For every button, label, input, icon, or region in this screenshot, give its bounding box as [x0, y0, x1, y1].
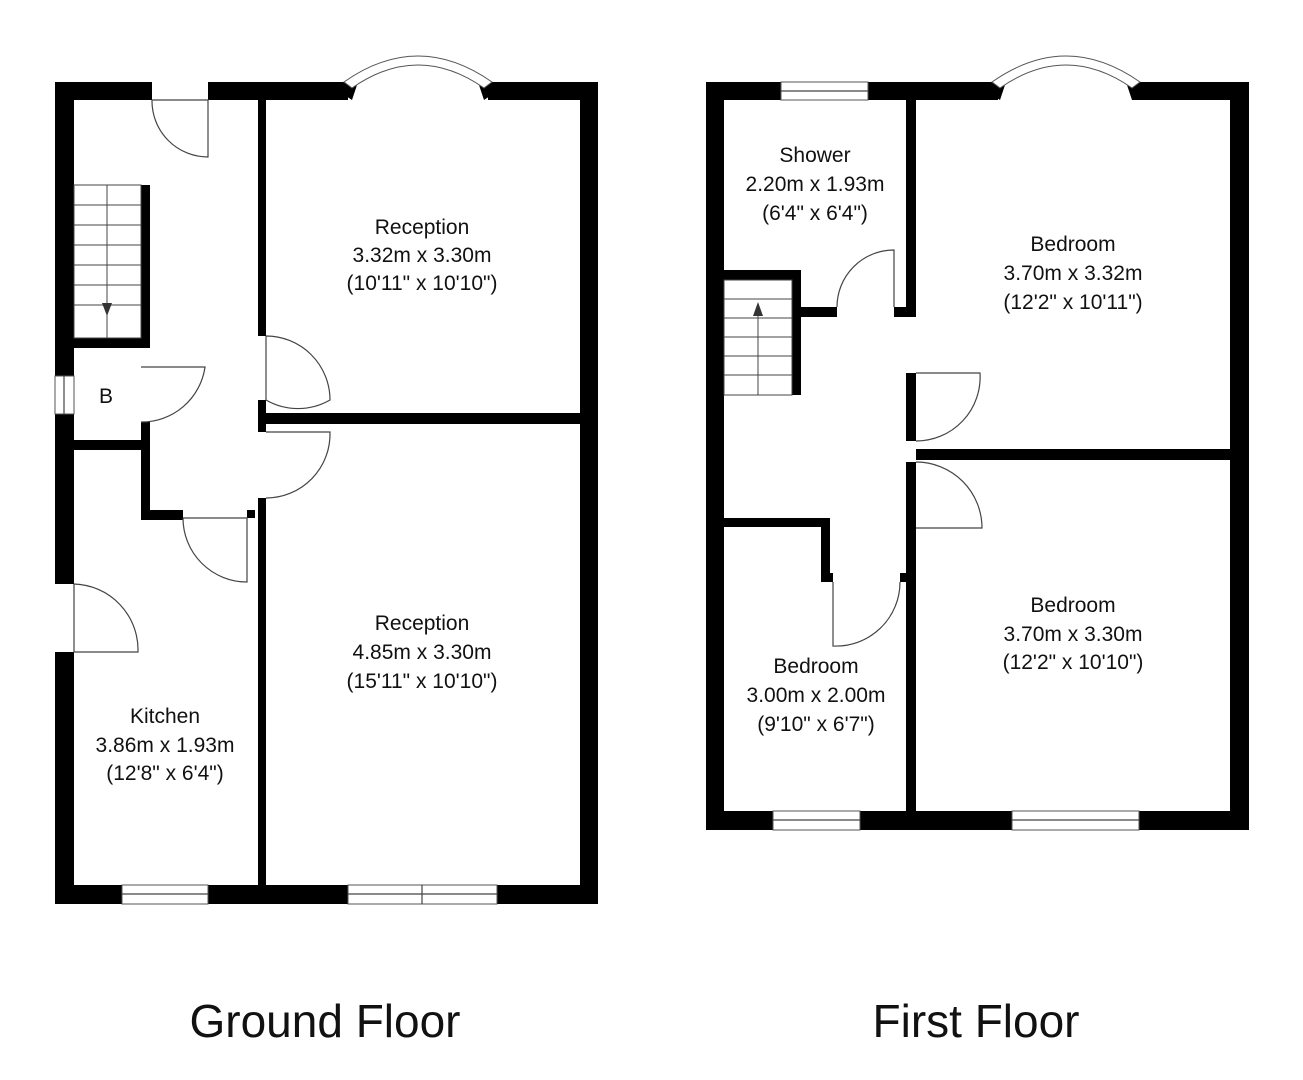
- gf-wall-reception-divider: [258, 413, 580, 424]
- ff-wall-top-right: [1132, 82, 1249, 100]
- gf-wall-bottom-left: [55, 885, 122, 904]
- svg-text:Reception: Reception: [375, 612, 470, 635]
- svg-text:(6'4" x 6'4"): (6'4" x 6'4"): [762, 202, 868, 225]
- ff-wall-small-bedroom-top: [724, 518, 830, 527]
- svg-text:Reception: Reception: [375, 216, 470, 239]
- ff-room-bedroom-front: Bedroom 3.70m x 3.32m (12'2" x 10'11"): [1003, 233, 1142, 314]
- svg-text:Bedroom: Bedroom: [773, 655, 858, 678]
- gf-room-boiler: B: [99, 385, 113, 408]
- ff-wall-bedroom-divider: [916, 449, 1230, 460]
- svg-text:4.85m x 3.30m: 4.85m x 3.30m: [353, 641, 492, 664]
- gf-door-reception-front: [265, 335, 331, 410]
- svg-text:Kitchen: Kitchen: [130, 705, 200, 728]
- gf-wall-reception-rear-left: [258, 498, 266, 885]
- ff-wall-top-left: [706, 82, 781, 100]
- gf-room-reception-rear: Reception 4.85m x 3.30m (15'11" x 10'10"…: [347, 612, 498, 693]
- ff-door-shower: [836, 249, 895, 308]
- gf-wall-hall-reception: [258, 100, 266, 336]
- ff-wall-stair-right: [792, 270, 801, 395]
- gf-door-reception-rear: [265, 431, 331, 499]
- gf-room-reception-front: Reception 3.32m x 3.30m (10'11" x 10'10"…: [347, 216, 498, 295]
- ground-floor-plan: Reception 3.32m x 3.30m (10'11" x 10'10"…: [54, 55, 598, 1047]
- ff-wall-small-bedroom-step-3: [900, 573, 906, 582]
- svg-text:(15'11" x 10'10"): (15'11" x 10'10"): [347, 670, 498, 693]
- svg-text:B: B: [99, 385, 113, 408]
- ff-wall-shower-bedroom-2: [906, 373, 916, 441]
- svg-text:3.70m x 3.32m: 3.70m x 3.32m: [1004, 262, 1143, 285]
- ff-wall-shower-bottom-2: [894, 307, 906, 317]
- gf-back-door: [73, 583, 139, 653]
- svg-text:3.86m x 1.93m: 3.86m x 1.93m: [96, 734, 235, 757]
- svg-text:(12'8" x 6'4"): (12'8" x 6'4"): [106, 762, 223, 785]
- svg-text:Bedroom: Bedroom: [1030, 594, 1115, 617]
- ff-room-bedroom-rear: Bedroom 3.70m x 3.30m (12'2" x 10'10"): [1003, 594, 1144, 674]
- svg-text:2.20m x 1.93m: 2.20m x 1.93m: [746, 173, 885, 196]
- ff-wall-bottom-left: [706, 811, 773, 830]
- gf-door-boiler: [140, 366, 206, 423]
- gf-wall-kitchen-right: [247, 510, 255, 518]
- gf-wall-kitchen-top: [141, 510, 183, 520]
- svg-text:(10'11" x 10'10"): (10'11" x 10'10"): [347, 272, 498, 295]
- ff-wall-shower-bottom: [795, 307, 837, 317]
- gf-wall-top-right: [488, 82, 598, 100]
- ff-stairs: [723, 279, 793, 396]
- svg-text:3.70m x 3.30m: 3.70m x 3.30m: [1004, 623, 1143, 646]
- ff-stairs-arrow-icon: [753, 302, 763, 316]
- ff-room-bedroom-small: Bedroom 3.00m x 2.00m (9'10" x 6'7"): [747, 655, 886, 736]
- ff-wall-small-bedroom-step: [821, 518, 830, 582]
- ff-bay-window: [991, 55, 1141, 89]
- gf-wall-stair-side: [141, 185, 150, 340]
- gf-door-kitchen: [182, 517, 248, 583]
- svg-text:(12'2" x 10'10"): (12'2" x 10'10"): [1003, 651, 1144, 674]
- ff-wall-top-mid: [868, 82, 998, 100]
- ff-door-bedroom-front: [915, 372, 981, 442]
- svg-text:3.00m x 2.00m: 3.00m x 2.00m: [747, 684, 886, 707]
- ff-room-shower: Shower 2.20m x 1.93m (6'4" x 6'4"): [746, 144, 885, 225]
- ff-wall-shower-bedroom: [906, 100, 916, 317]
- gf-stairs-arrow-icon: [102, 303, 112, 316]
- gf-wall-cupboard-right: [141, 422, 150, 520]
- ff-wall-left: [706, 82, 724, 830]
- gf-wall-right: [580, 82, 598, 904]
- gf-wall-left-lower: [55, 652, 74, 904]
- gf-wall-top-left: [55, 82, 152, 100]
- svg-text:3.32m x 3.30m: 3.32m x 3.30m: [353, 244, 492, 267]
- gf-wall-top-mid: [208, 82, 348, 100]
- gf-room-kitchen: Kitchen 3.86m x 1.93m (12'8" x 6'4"): [96, 705, 235, 785]
- ff-door-bedroom-small: [832, 581, 901, 647]
- ff-wall-bottom-mid: [860, 811, 1012, 830]
- gf-wall-left-upper: [55, 82, 74, 584]
- gf-wall-bottom-mid: [208, 885, 348, 904]
- ff-wall-small-bedroom-step-2: [821, 573, 833, 582]
- ff-door-bedroom-rear: [915, 461, 983, 529]
- gf-title: Ground Floor: [189, 995, 460, 1047]
- gf-wall-cupboard-top: [74, 338, 150, 348]
- svg-text:(9'10" x 6'7"): (9'10" x 6'7"): [757, 713, 874, 736]
- gf-wall-bottom-right: [497, 885, 598, 904]
- ff-wall-landing-bedroom: [906, 462, 916, 811]
- svg-text:(12'2" x 10'11"): (12'2" x 10'11"): [1003, 291, 1142, 314]
- ff-title: First Floor: [873, 995, 1080, 1047]
- gf-wall-cupboard-bottom: [74, 440, 150, 450]
- ff-wall-stair-top: [724, 270, 801, 280]
- svg-text:Shower: Shower: [779, 144, 850, 167]
- gf-stairs: [73, 184, 142, 339]
- ff-wall-bottom-right: [1139, 811, 1249, 830]
- gf-bay-window: [343, 55, 493, 89]
- svg-text:Bedroom: Bedroom: [1030, 233, 1115, 256]
- gf-front-door: [151, 99, 209, 158]
- ff-wall-right: [1230, 82, 1249, 830]
- first-floor-plan: Shower 2.20m x 1.93m (6'4" x 6'4") Bedro…: [706, 55, 1249, 1047]
